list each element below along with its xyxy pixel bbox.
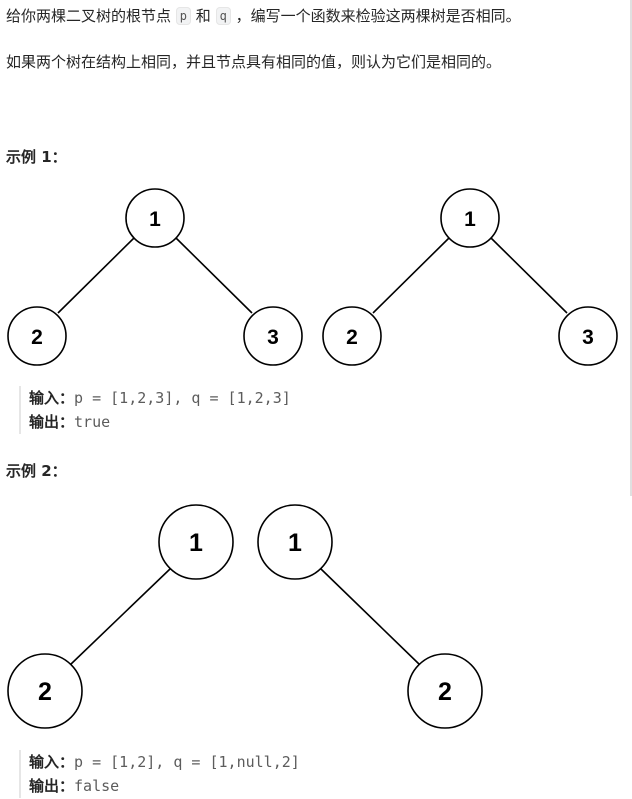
tree-node-value: 3 [267,326,279,349]
tree-node-value: 1 [149,208,161,231]
example-2-tree-q: 1 2 [257,504,483,729]
example-1-tree-p: 1 2 3 [7,188,303,366]
output-value: false [74,777,120,795]
example-2-heading: 示例 2： [6,462,67,480]
output-value: true [74,413,111,431]
input-label: 输入： [29,753,75,771]
example-1-output: 输出：true [29,410,291,434]
tree-node-value: 3 [582,326,594,349]
tree-node [322,306,382,366]
input-value: p = [1,2], q = [1,null,2] [74,753,300,771]
tree-edge [57,237,135,314]
example-2-output: 输出：false [29,774,300,798]
tree-node [243,306,303,366]
tree-node [7,653,83,729]
tree-node [558,306,618,366]
tree-edge [320,568,421,666]
tree-node-value: 2 [346,326,358,349]
example-1-tree-q: 1 2 3 [322,188,618,366]
problem-statement-line-2: 如果两个树在结构上相同，并且节点具有相同的值，则认为它们是相同的。 [6,53,502,71]
code-q: q [215,7,231,25]
tree-node-value: 2 [38,678,52,706]
statement-text: 和 [191,7,216,25]
tree-edge [372,237,450,314]
tree-node-value: 1 [288,529,302,557]
tree-edge [69,568,171,666]
example-2-io-block: 输入：p = [1,2], q = [1,null,2] 输出：false [19,750,300,798]
tree-node [407,653,483,729]
tree-node [125,188,185,248]
code-p: p [175,7,192,25]
tree-node-value: 2 [438,678,452,706]
input-value: p = [1,2,3], q = [1,2,3] [74,389,291,407]
tree-node-value: 2 [31,326,43,349]
tree-node-value: 1 [189,529,203,557]
statement-text: 给你两棵二叉树的根节点 [6,7,176,25]
example-1-io-block: 输入：p = [1,2,3], q = [1,2,3] 输出：true [19,386,291,434]
example-2-tree-p: 1 2 [7,504,234,729]
output-label: 输出： [29,413,75,431]
example-1-heading: 示例 1： [6,148,67,166]
example-2-input: 输入：p = [1,2], q = [1,null,2] [29,750,300,774]
problem-statement-line-1: 给你两棵二叉树的根节点 p 和 q ，编写一个函数来检验这两棵树是否相同。 [6,5,521,27]
tree-node [257,504,333,580]
tree-edge [175,237,253,314]
input-label: 输入： [29,389,75,407]
example-1-input: 输入：p = [1,2,3], q = [1,2,3] [29,386,291,410]
tree-node-value: 1 [464,208,476,231]
statement-text: ，编写一个函数来检验这两棵树是否相同。 [230,7,521,25]
tree-edge [490,237,568,314]
scrollbar[interactable] [630,0,632,496]
output-label: 输出： [29,777,75,795]
tree-node [440,188,500,248]
tree-node [158,504,234,580]
tree-node [7,306,67,366]
